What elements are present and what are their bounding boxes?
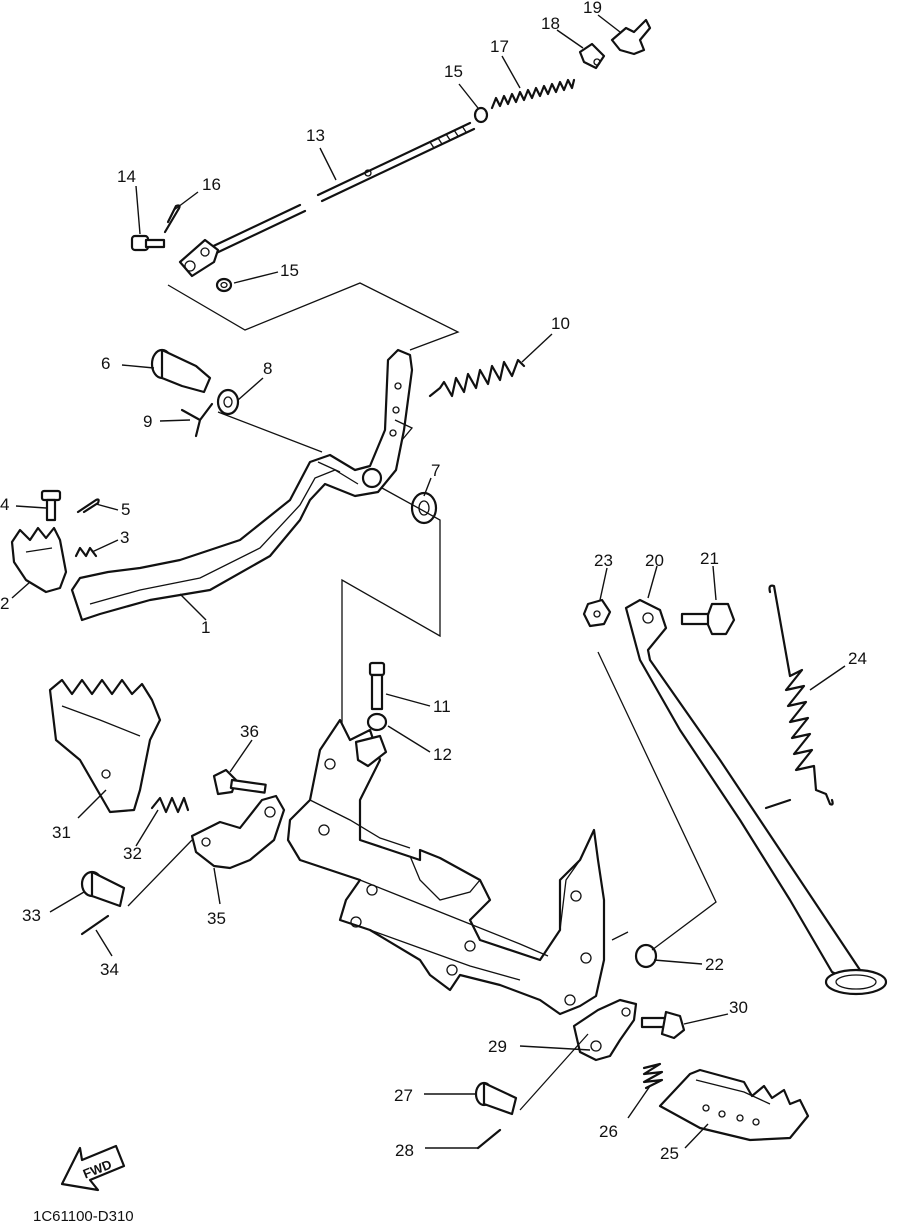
pin-33 [80,870,126,908]
footrest-25 [658,1068,810,1142]
pivot-shaft-6 [150,348,212,394]
callout-19: 19 [583,0,602,17]
callout-34: 34 [100,960,119,979]
callout-35: 35 [207,909,226,928]
callout-20: 20 [645,551,664,570]
footrest-bracket-29 [572,998,638,1062]
callout-1: 1 [201,618,210,637]
callout-17: 17 [490,37,509,56]
callout-26: 26 [599,1122,618,1141]
bracket-mount [354,734,388,768]
spring-24 [764,584,834,810]
callout-25: 25 [660,1144,679,1163]
callout-36: 36 [240,722,259,741]
spring-3 [74,546,98,558]
callout-22: 22 [705,955,724,974]
bolt-30 [640,1010,686,1040]
return-spring-10 [428,358,526,398]
callout-18: 18 [541,14,560,33]
spring-26 [642,1062,664,1090]
pin-4 [40,489,62,522]
cotter-pin-34 [80,914,110,936]
bolt-21 [680,602,736,636]
fwd-arrow-icon: FWD [60,1144,126,1192]
clip-9 [180,402,214,438]
callout-27: 27 [394,1086,413,1105]
rod-clevis [178,238,220,278]
adjusting-nut-18 [578,42,606,70]
washer-12 [366,712,388,732]
callout-7: 7 [431,461,440,480]
washer-15-lower [215,277,233,293]
callout-6: 6 [101,354,110,373]
callout-11: 11 [433,697,451,716]
callout-29: 29 [488,1037,507,1056]
callout-9: 9 [143,412,152,431]
clevis-pin [130,234,166,252]
spring-17 [490,78,576,110]
pedal-tip-2 [10,526,68,594]
washer-8 [216,388,240,416]
callout-13: 13 [306,126,325,145]
callout-15a: 15 [444,62,463,81]
callout-2: 2 [0,594,9,613]
callout-4: 4 [0,495,9,514]
callout-16: 16 [202,175,221,194]
callout-31: 31 [52,823,71,842]
sidestand-20 [624,598,888,996]
cotter-pin-5 [76,498,100,514]
bolt-36 [212,768,267,796]
callout-15b: 15 [280,261,299,280]
callout-8: 8 [263,359,272,378]
washer-15-upper [473,106,489,124]
callout-28: 28 [395,1141,414,1160]
diagram-code: 1C61100-D310 [33,1208,134,1223]
callout-3: 3 [120,528,129,547]
nut-23 [582,598,612,628]
footrest-bracket [286,718,606,1016]
callout-30: 30 [729,998,748,1017]
callouts: 1 2 3 4 5 6 7 8 9 10 11 12 13 14 15 15 1… [0,0,867,1163]
cotter-pin-28 [476,1128,502,1150]
bolt-11 [368,661,386,711]
brake-rod [203,121,476,258]
callout-32: 32 [123,844,142,863]
spring-32 [150,796,190,814]
pin-27 [474,1081,518,1116]
callout-23: 23 [594,551,613,570]
callout-24: 24 [848,649,867,668]
washer-7 [410,491,438,525]
footrest-bracket-35 [190,794,286,870]
callout-21: 21 [700,549,719,568]
callout-14: 14 [117,167,136,186]
callout-12: 12 [433,745,452,764]
wing-nut-19 [610,18,652,56]
brake-pedal [70,348,414,622]
callout-33: 33 [22,906,41,925]
callout-10: 10 [551,314,570,333]
footrest-31 [48,678,162,814]
callout-5: 5 [121,500,130,519]
cotter-pin-16 [163,204,181,234]
collar-22 [634,943,658,969]
leader-lines [11,14,846,1149]
